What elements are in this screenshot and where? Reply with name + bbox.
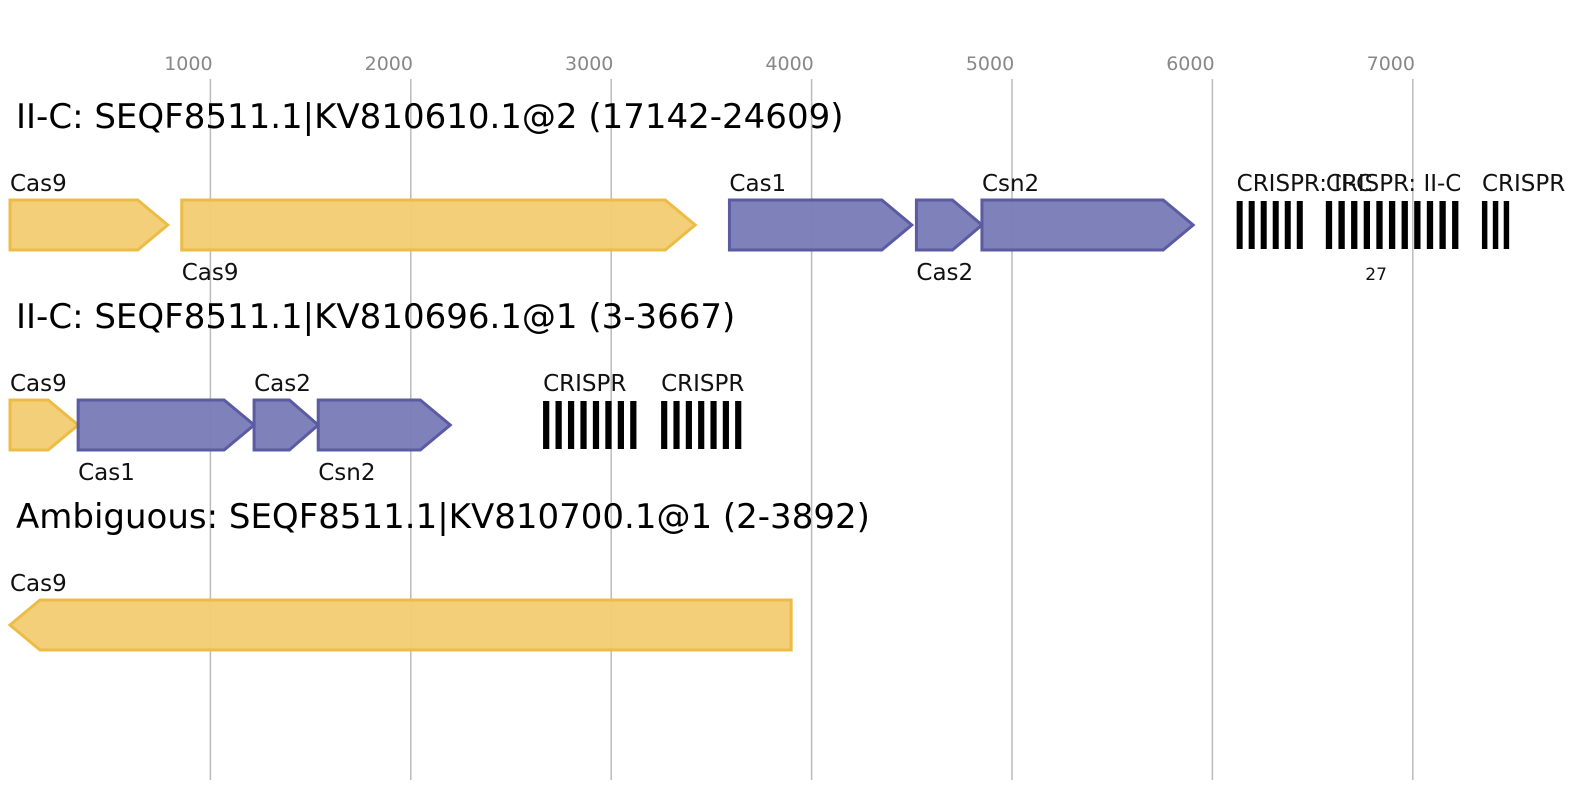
- crispr-repeat: [698, 401, 705, 449]
- track-title: II-C: SEQF8511.1|KV810610.1@2 (17142-246…: [16, 97, 843, 137]
- tick-label: 2000: [365, 53, 413, 75]
- tick-label: 6000: [1166, 53, 1214, 75]
- gene-label: Cas1: [78, 460, 135, 486]
- gene-label: Csn2: [318, 460, 375, 486]
- crispr-repeat: [1351, 201, 1358, 249]
- crispr-repeat: [1284, 201, 1291, 249]
- crispr-label: CRISPR: [661, 371, 744, 397]
- crispr-repeat: [1481, 201, 1488, 249]
- crispr-repeat: [567, 401, 575, 449]
- gene-label: Cas9: [10, 571, 67, 597]
- crispr-repeat: [630, 401, 637, 449]
- crispr-note: 27: [1365, 265, 1387, 285]
- crispr-repeat: [1236, 201, 1243, 249]
- crispr-repeat: [735, 401, 742, 449]
- crispr-label: CRISPR: II-C: [1326, 171, 1462, 197]
- crispr-repeat: [580, 401, 587, 449]
- crispr-repeat: [1503, 201, 1510, 249]
- tick-label: 5000: [966, 53, 1014, 75]
- track: II-C: SEQF8511.1|KV810696.1@1 (3-3667) Ca…: [8, 297, 744, 486]
- crispr-repeat: [1260, 201, 1267, 249]
- crispr-repeat: [555, 401, 562, 449]
- gene-label: Cas1: [729, 171, 786, 197]
- crispr-repeat: [543, 401, 550, 449]
- crispr-repeat: [1272, 201, 1279, 249]
- tick-label: 7000: [1367, 53, 1415, 75]
- tick-label: 4000: [765, 53, 813, 75]
- crispr-repeat: [685, 401, 692, 449]
- crispr-repeat: [1248, 201, 1255, 249]
- crispr-repeat: [1492, 201, 1499, 249]
- gene-arrow-cas9: [180, 198, 698, 252]
- crispr-repeat: [1388, 201, 1396, 249]
- crispr-repeat: [1426, 201, 1434, 249]
- gene-label: Cas9: [10, 371, 67, 397]
- gene-arrow-cas9: [7, 598, 793, 652]
- axis-tick-labels: 1000 2000 3000 4000 5000 6000 7000: [164, 53, 1415, 75]
- tick-label: 3000: [565, 53, 613, 75]
- crispr-repeat: [1452, 201, 1459, 249]
- gene-arrow-cas2: [914, 198, 985, 252]
- crispr-label: CRISPR: [1482, 171, 1565, 197]
- gene-arrow-cas1: [76, 398, 257, 452]
- track: II-C: SEQF8511.1|KV810610.1@2 (17142-246…: [8, 97, 1565, 286]
- gene-arrow-cas9: [8, 398, 81, 452]
- gene-arrow-csn2: [980, 198, 1196, 252]
- crispr-repeat: [1376, 201, 1383, 249]
- crispr-repeat: [1338, 201, 1345, 249]
- track: Ambiguous: SEQF8511.1|KV810700.1@1 (2-38…: [7, 497, 870, 652]
- track-title: Ambiguous: SEQF8511.1|KV810700.1@1 (2-38…: [16, 497, 870, 537]
- gene-arrow-cas9: [8, 198, 171, 252]
- track-title: II-C: SEQF8511.1|KV810696.1@1 (3-3667): [16, 297, 735, 337]
- gene-arrow-cas1: [727, 198, 915, 252]
- crispr-repeat: [1296, 201, 1303, 249]
- crispr-repeat: [673, 401, 680, 449]
- crispr-repeat: [1401, 201, 1408, 249]
- gene-label: Cas9: [10, 171, 67, 197]
- gene-label: Cas2: [916, 260, 973, 286]
- crispr-repeat: [592, 401, 600, 449]
- tick-label: 1000: [164, 53, 212, 75]
- crispr-repeat: [661, 401, 668, 449]
- gene-label: Cas9: [182, 260, 239, 286]
- crispr-repeat: [1363, 201, 1371, 249]
- gene-arrow-cas2: [252, 398, 321, 452]
- tracks: II-C: SEQF8511.1|KV810610.1@2 (17142-246…: [7, 97, 1565, 652]
- gene-label: Csn2: [982, 171, 1039, 197]
- crispr-repeat: [710, 401, 717, 449]
- crispr-repeat: [1439, 201, 1446, 249]
- crispr-repeat: [1414, 201, 1421, 249]
- crispr-repeat: [722, 401, 729, 449]
- crispr-repeat: [605, 401, 612, 449]
- crispr-repeat: [617, 401, 624, 449]
- crispr-repeat: [1325, 201, 1333, 249]
- gene-arrow-csn2: [316, 398, 453, 452]
- gene-label: Cas2: [254, 371, 311, 397]
- crispr-label: CRISPR: II-C: [1237, 171, 1373, 197]
- crispr-label: CRISPR: [543, 371, 626, 397]
